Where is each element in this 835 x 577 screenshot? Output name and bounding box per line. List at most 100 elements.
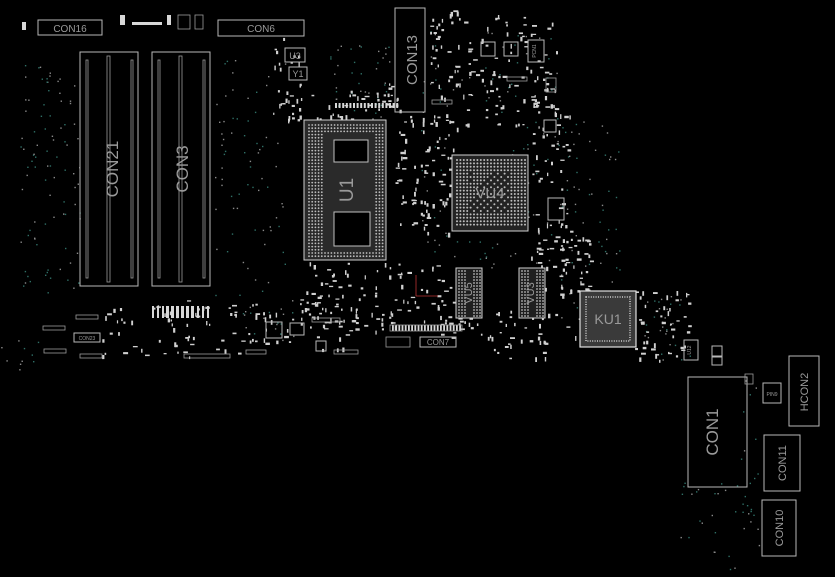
bga-ball xyxy=(381,175,384,178)
bga-ball xyxy=(500,165,503,168)
via xyxy=(714,532,717,534)
bga-ball xyxy=(314,168,317,171)
via xyxy=(268,311,271,314)
bga-ball xyxy=(375,133,378,136)
bga-ball xyxy=(536,303,538,305)
via xyxy=(753,514,755,516)
u1-cpu[interactable]: U1 xyxy=(303,119,387,261)
bga-ball xyxy=(317,232,320,235)
con7-connector[interactable]: CON7 xyxy=(419,336,457,348)
via xyxy=(33,131,36,133)
smd-pad xyxy=(495,17,498,21)
bga-ball xyxy=(469,220,472,223)
con21-dimm-slot[interactable]: CON21 xyxy=(79,51,139,287)
via xyxy=(485,100,488,102)
via xyxy=(439,101,441,103)
smd-pad xyxy=(123,321,126,324)
con6-connector[interactable]: CON6 xyxy=(217,19,305,37)
pcn1-part[interactable]: PCN1 xyxy=(527,39,545,63)
con11-connector[interactable]: CON11 xyxy=(763,434,801,492)
smd-pad xyxy=(343,319,345,323)
bga-ball xyxy=(359,127,362,130)
bga-ball xyxy=(308,168,310,171)
hcon2-connector[interactable]: HCON2 xyxy=(788,355,820,427)
bga-ball xyxy=(466,172,469,175)
bga-ball xyxy=(517,165,520,168)
bga-ball xyxy=(320,229,323,232)
con3-dimm-slot[interactable]: CON3 xyxy=(151,51,211,287)
smd-pad xyxy=(286,91,289,95)
via xyxy=(574,211,577,213)
bga-ball xyxy=(473,315,475,317)
smd-pad xyxy=(558,130,561,135)
bga-ball xyxy=(317,220,320,222)
con1-connector[interactable]: CON1 xyxy=(687,373,754,488)
vu5-vram[interactable]: VU5 xyxy=(455,267,483,319)
con13-connector[interactable]: CON13 xyxy=(394,7,426,113)
via xyxy=(59,268,61,271)
bga-ball xyxy=(517,196,520,199)
bga-ball xyxy=(517,189,520,192)
bga-ball xyxy=(493,169,496,172)
smd-pad xyxy=(546,266,549,272)
bga-ball xyxy=(343,130,346,133)
via xyxy=(711,514,713,517)
bga-ball xyxy=(479,165,482,168)
smd-pad xyxy=(539,340,542,345)
bga-ball xyxy=(314,248,317,251)
smd-pad xyxy=(401,203,404,205)
smd-pad xyxy=(537,262,543,264)
bga-ball xyxy=(466,186,469,189)
bga-ball xyxy=(314,239,317,242)
smd-pad xyxy=(437,116,441,119)
smd-pad xyxy=(440,95,443,101)
via xyxy=(558,144,560,147)
smd-pad xyxy=(424,201,426,205)
bga-ball xyxy=(378,207,381,210)
smd-pad xyxy=(534,99,537,103)
smd-pad xyxy=(228,307,231,309)
con23-connector[interactable]: CON23 xyxy=(73,332,101,343)
bga-ball xyxy=(378,188,381,190)
ku1-chip[interactable]: KU1 xyxy=(579,290,637,348)
bga-ball xyxy=(539,315,541,317)
bga-ball xyxy=(349,252,352,254)
y1-crystal[interactable]: Y1 xyxy=(288,66,308,81)
vu3-vram[interactable]: VU3 xyxy=(518,267,546,319)
smd-pad xyxy=(538,242,541,245)
smd-pad xyxy=(436,140,439,143)
smd-pad xyxy=(350,307,353,312)
bga-ball xyxy=(311,216,314,219)
bga-ball xyxy=(507,159,509,161)
bga-ball xyxy=(381,146,384,149)
via xyxy=(20,241,22,243)
bga-ball xyxy=(486,172,489,175)
bga-ball xyxy=(381,239,384,242)
bga-ball xyxy=(517,213,520,216)
u3-chip[interactable]: U3 xyxy=(284,47,306,63)
con10-connector[interactable]: CON10 xyxy=(761,499,797,557)
bga-ball xyxy=(493,210,496,212)
con16-connector[interactable]: CON16 xyxy=(37,19,103,36)
via xyxy=(600,262,602,264)
via xyxy=(729,568,732,571)
bga-ball xyxy=(349,255,352,258)
via xyxy=(479,258,482,260)
bga-ball xyxy=(311,124,314,126)
bga-ball xyxy=(314,124,317,126)
smd-pad xyxy=(546,134,548,137)
bga-ball xyxy=(381,127,384,130)
connector-pin xyxy=(367,103,370,108)
smd-pad xyxy=(330,115,333,120)
u12-chip[interactable]: U12 xyxy=(683,339,699,361)
smd-pad xyxy=(350,118,355,121)
via xyxy=(619,269,621,271)
smd-pad xyxy=(537,60,541,63)
vu4-gpu[interactable]: VU4 xyxy=(451,154,529,232)
smd-pad xyxy=(437,307,440,311)
smd-pad xyxy=(531,99,536,101)
pin9-part[interactable]: PIN9 xyxy=(762,382,782,404)
via xyxy=(713,551,715,553)
bga-ball xyxy=(539,306,541,308)
via xyxy=(434,251,436,253)
